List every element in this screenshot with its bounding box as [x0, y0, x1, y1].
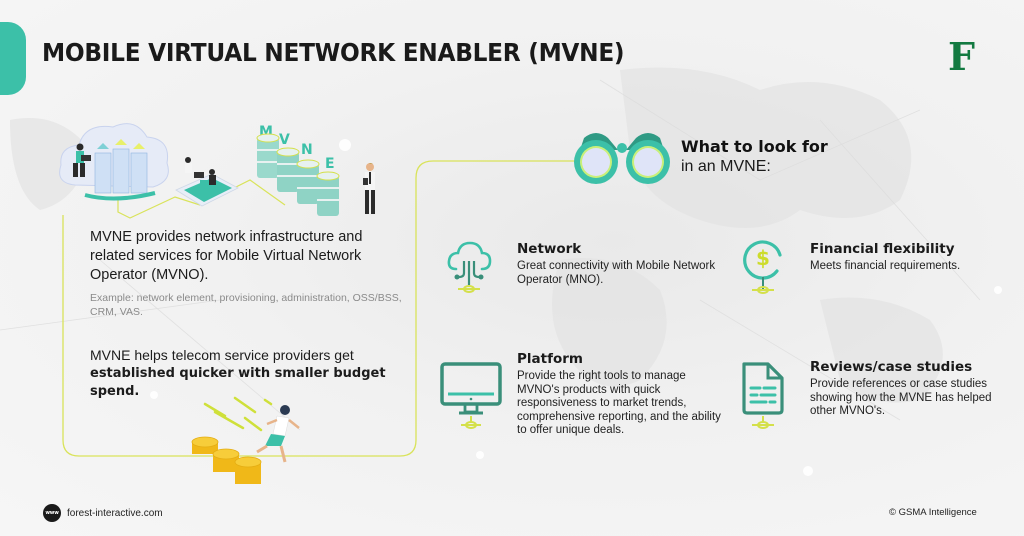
letter-v: V [279, 132, 290, 148]
website-url[interactable]: forest-interactive.com [67, 507, 163, 519]
feature-title: Network [517, 241, 582, 257]
businessman-illustration [363, 163, 375, 214]
look-for-line2: in an MVNE: [681, 158, 771, 175]
brand-logo: F [948, 34, 975, 79]
feature-title: Financial flexibility [810, 241, 955, 257]
feature-financial-flexibility: Financial flexibility Meets financial re… [810, 241, 1010, 274]
mvne-example: Example: network element, provisioning, … [90, 292, 402, 318]
feature-platform: Platform Provide the right tools to mana… [517, 351, 727, 438]
cloud-network-icon [447, 241, 492, 293]
feature-description: Provide the right tools to manage MVNO's… [517, 370, 721, 437]
phone-team-illustration [175, 157, 239, 207]
accent-tab [0, 22, 26, 95]
monitor-icon [440, 362, 502, 429]
feature-title: Reviews/case studies [810, 359, 973, 375]
feature-network: Network Great connectivity with Mobile N… [517, 241, 717, 287]
benefit-bold: established quicker with smaller budget … [90, 366, 386, 399]
mvne-description: MVNE provides network infrastructure and… [90, 229, 363, 283]
cloud-server-illustration [59, 123, 169, 201]
feature-title: Platform [517, 351, 583, 367]
binoculars-icon [574, 133, 670, 184]
look-for-heading: What to look for in an MVNE: [681, 137, 828, 176]
feature-reviews: Reviews/case studies Provide references … [810, 359, 1010, 419]
feature-description: Provide references or case studies showi… [810, 378, 992, 418]
globe-www-icon: www [43, 504, 61, 522]
look-for-line1: What to look for [681, 137, 828, 156]
website-link[interactable]: www forest-interactive.com [43, 504, 163, 522]
dollar-circle-icon: $ [743, 240, 782, 294]
source-credit: © GSMA Intelligence [889, 507, 977, 518]
svg-text:$: $ [756, 246, 770, 270]
letter-n: N [301, 142, 313, 158]
feature-description: Great connectivity with Mobile Network O… [517, 260, 716, 286]
runner-coins-illustration [191, 396, 300, 484]
document-icon [742, 362, 784, 429]
mvne-benefit: MVNE helps telecom service providers get… [90, 347, 410, 400]
benefit-prefix: MVNE helps telecom service providers get [90, 347, 354, 363]
letter-e: E [325, 156, 335, 172]
page-title: MOBILE VIRTUAL NETWORK ENABLER (MVNE) [42, 38, 625, 67]
feature-description: Meets financial requirements. [810, 260, 961, 272]
mvne-database-illustration: M V N E [256, 124, 340, 216]
